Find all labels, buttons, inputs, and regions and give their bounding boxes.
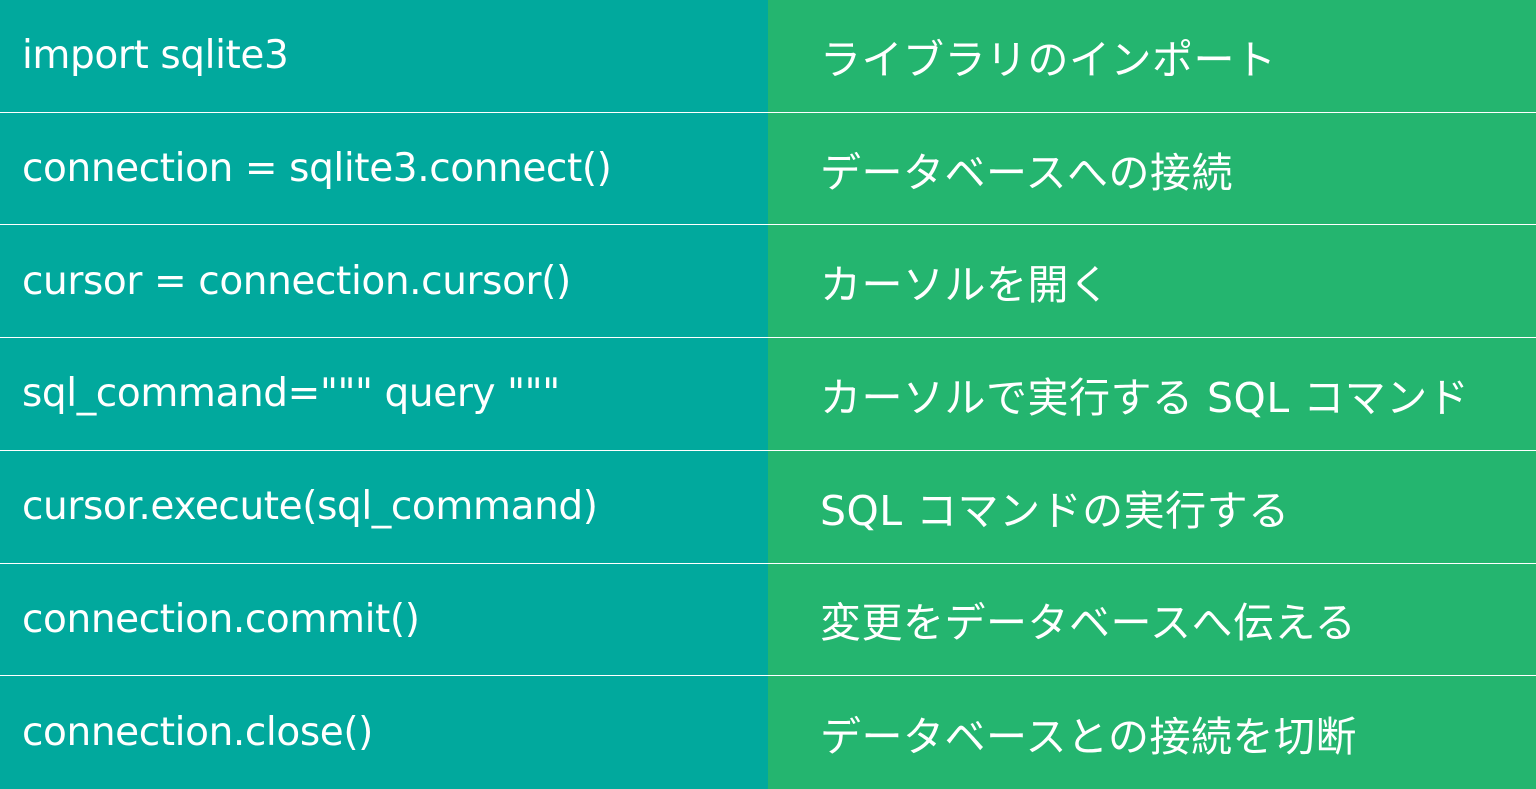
table-row: import sqlite3 ライブラリのインポート [0,0,1536,113]
code-cell: import sqlite3 [0,0,768,112]
code-cell: sql_command=""" query """ [0,338,768,450]
code-cell: connection.close() [0,676,768,789]
description-cell: カーソルを開く [768,225,1536,338]
description-cell: データベースへの接続 [768,112,1536,225]
table-row: connection.commit() 変更をデータベースへ伝える [0,563,1536,677]
table-row: cursor = connection.cursor() カーソルを開く [0,225,1536,339]
table-row: connection.close() データベースとの接続を切断 [0,676,1536,789]
description-cell: ライブラリのインポート [768,0,1536,112]
code-cell: connection = sqlite3.connect() [0,112,768,225]
table-row: connection = sqlite3.connect() データベースへの接… [0,112,1536,226]
description-cell: 変更をデータベースへ伝える [768,563,1536,676]
table-row: cursor.execute(sql_command) SQL コマンドの実行す… [0,450,1536,564]
description-cell: カーソルで実行する SQL コマンド [768,338,1536,450]
code-cell: connection.commit() [0,563,768,676]
table-row: sql_command=""" query """ カーソルで実行する SQL … [0,338,1536,451]
description-cell: データベースとの接続を切断 [768,676,1536,789]
code-cell: cursor.execute(sql_command) [0,450,768,563]
code-cell: cursor = connection.cursor() [0,225,768,338]
description-cell: SQL コマンドの実行する [768,450,1536,563]
